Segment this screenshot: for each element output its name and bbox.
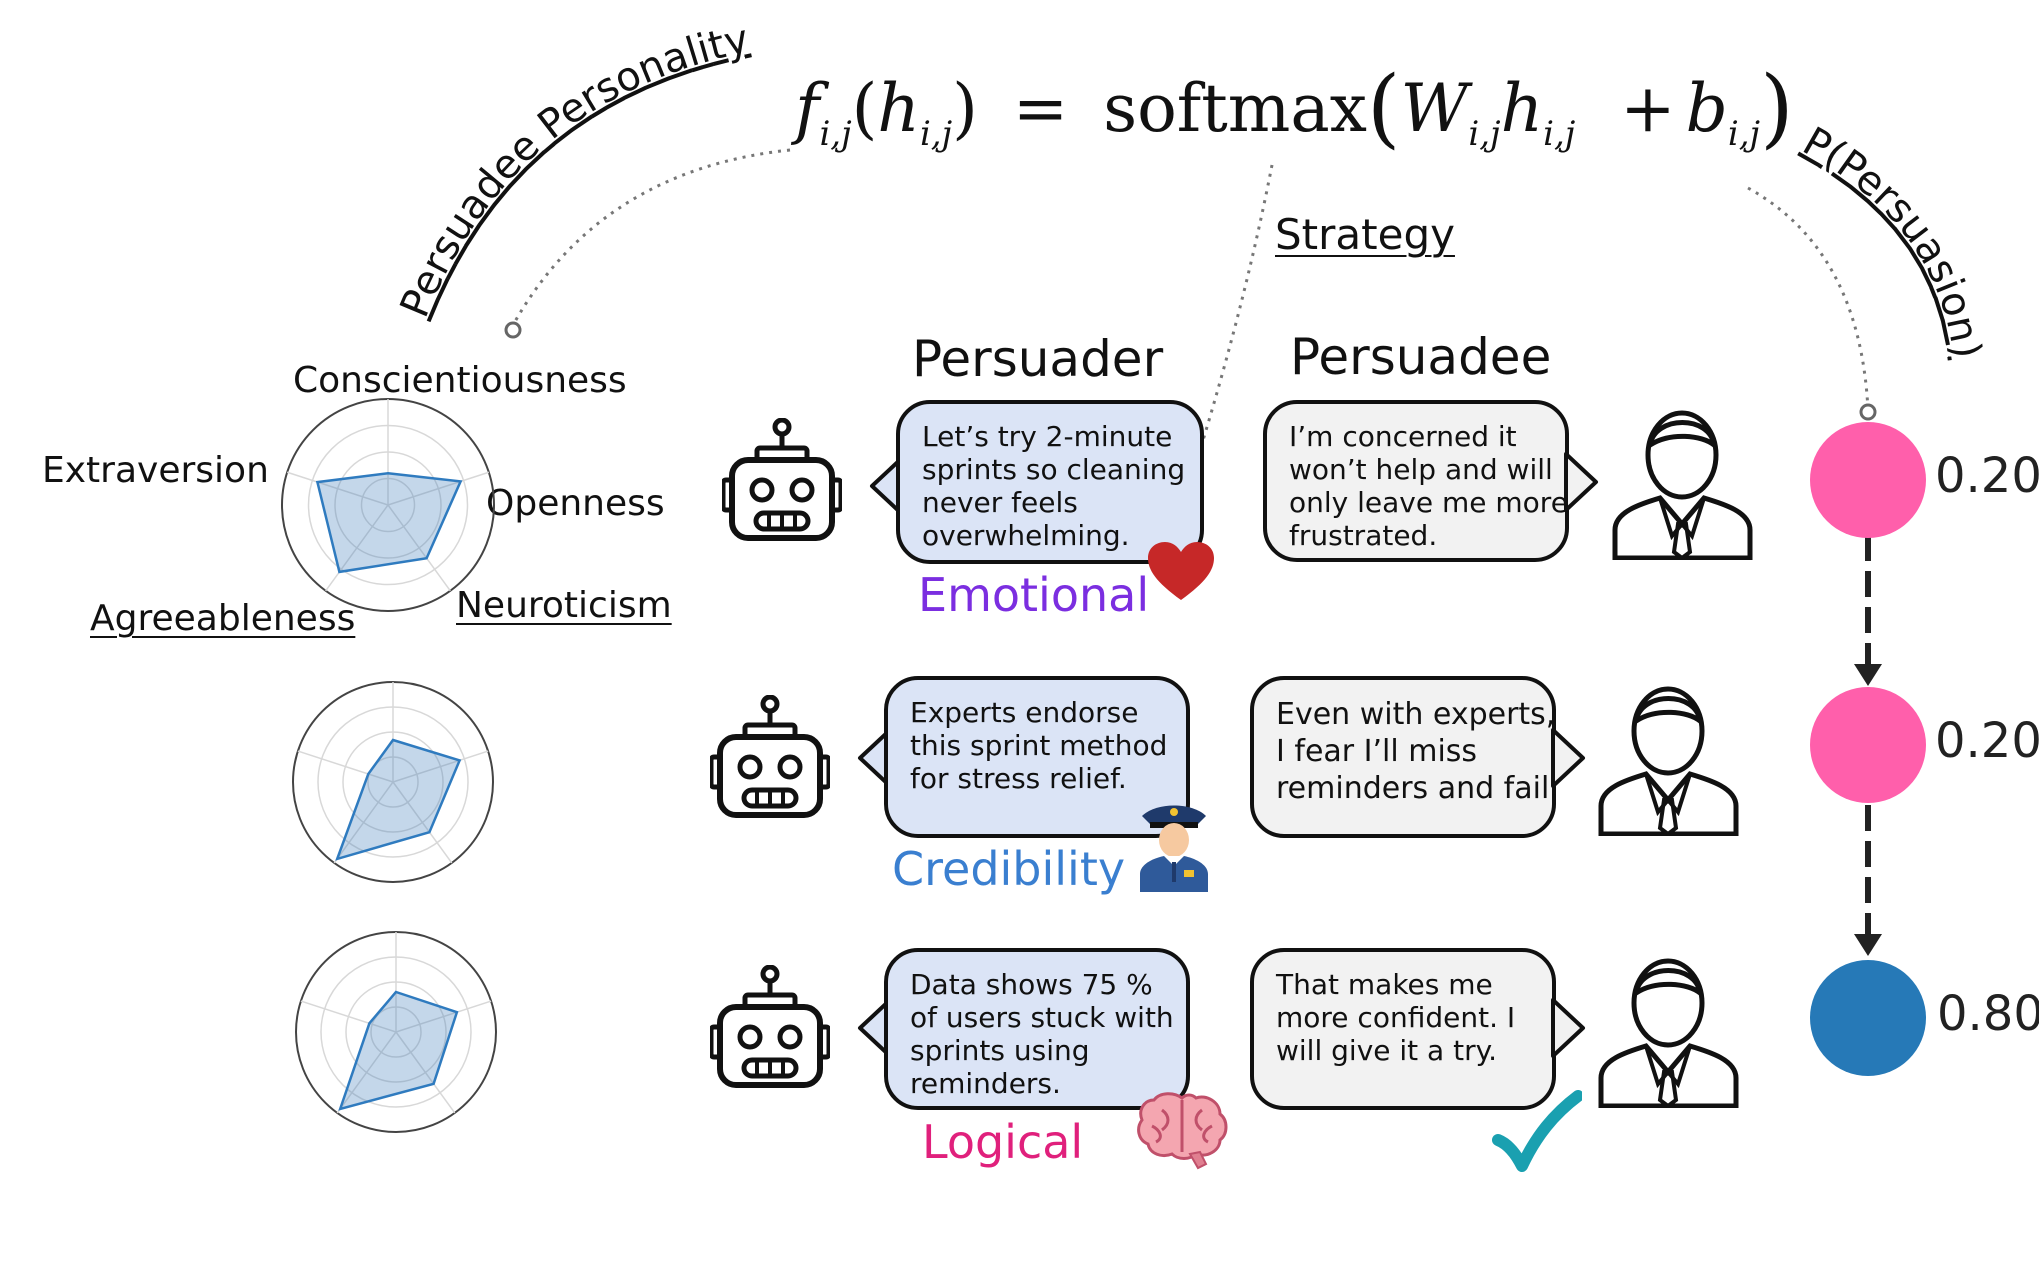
message-line: overwhelming. [922, 519, 1130, 552]
message-line: Data shows 75 % [910, 968, 1153, 1001]
radar-axis [333, 781, 394, 864]
message-line: more confident. I [1276, 1001, 1516, 1034]
persuadee-header: Persuadee [1290, 328, 1552, 386]
formula-h: h [877, 70, 920, 147]
message-line: sprints so cleaning [922, 453, 1186, 486]
trait-agreeableness: Agreeableness [90, 598, 356, 639]
message-line: this sprint method [910, 729, 1168, 762]
persuader-header: Persuader [912, 330, 1164, 388]
probability-value-3: 0.80 [1937, 986, 2039, 1042]
formula-plus: + [1620, 70, 1676, 147]
softmax-formula: fi,j(hi,j) = softmax(Wi,jhi,j +bi,j) [795, 58, 1794, 158]
formula-f-sub: i,j [819, 114, 852, 154]
formula-h-sub: i,j [919, 114, 953, 154]
message-line: sprints using [910, 1034, 1090, 1067]
message-line: for stress relief. [910, 762, 1127, 795]
message-line: only leave me more [1289, 486, 1568, 519]
strategy-logical: Logical [922, 1115, 1084, 1169]
persuadee-message: Even with experts, I fear I’ll miss remi… [1250, 676, 1559, 838]
robot-icon [710, 965, 830, 1088]
person-icon [1598, 686, 1739, 836]
radar-axis [286, 471, 389, 506]
arrowhead-1 [1854, 664, 1882, 686]
personality-connector-end [504, 321, 522, 339]
probability-value-1: 0.20 [1935, 448, 2039, 504]
strategy-emotional: Emotional [918, 568, 1150, 622]
radar-axis [395, 1031, 456, 1114]
persuadee-bubble-tail [1551, 728, 1585, 788]
message-line: I’m concerned it [1289, 420, 1517, 453]
radar-personality-polygon [335, 738, 462, 861]
persuadee-message: I’m concerned it won’t help and will onl… [1263, 400, 1569, 562]
arrowhead-2 [1854, 934, 1882, 956]
message-line: Experts endorse [910, 696, 1139, 729]
person-icon [1598, 958, 1739, 1108]
robot-icon [710, 695, 830, 818]
radar-axis [392, 781, 453, 864]
radar-axis [300, 1000, 397, 1033]
formula-equals: = [1012, 70, 1069, 147]
probability-node-1 [1810, 422, 1926, 538]
message-line: That makes me [1276, 968, 1493, 1001]
message-line: will give it a try. [1276, 1034, 1498, 1067]
persuadee-bubble-tail [1564, 452, 1598, 512]
message-line: of users stuck with [910, 1001, 1174, 1034]
radar-axis [387, 471, 490, 506]
radar-personality-polygon [315, 471, 463, 574]
person-icon [1612, 410, 1753, 560]
message-line: frustrated. [1289, 519, 1438, 552]
formula-b-sub: i,j [1727, 114, 1761, 154]
strategy-title: Strategy [1275, 210, 1455, 259]
formula-h2-sub: i,j [1543, 114, 1576, 154]
message-line: reminders. [910, 1067, 1061, 1100]
trait-conscientiousness: Conscientiousness [293, 360, 627, 401]
probability-node-2 [1810, 687, 1926, 803]
persuader-message: Experts endorse this sprint method for s… [884, 676, 1190, 838]
formula-softmax: softmax [1103, 70, 1367, 147]
radar-axis [392, 750, 489, 783]
heart-icon [1148, 542, 1214, 600]
message-line: reminders and fail. [1276, 771, 1559, 806]
message-line: never feels [922, 486, 1078, 519]
message-line: Let’s try 2-minute [922, 420, 1173, 453]
probability-value-2: 0.20 [1935, 713, 2039, 769]
radar-axis [336, 1031, 397, 1114]
trait-openness: Openness [486, 483, 665, 524]
radar-axis [395, 1000, 492, 1033]
checkmark-icon [1492, 1090, 1582, 1172]
radar-axis [387, 504, 451, 592]
persuader-message: Data shows 75 % of users stuck with spri… [884, 948, 1190, 1110]
persuadee-message: That makes me more confident. I will giv… [1250, 948, 1556, 1110]
persuader-message: Let’s try 2-minute sprints so cleaning n… [896, 400, 1204, 564]
formula-f: f [795, 70, 820, 147]
probability-node-3 [1810, 960, 1926, 1076]
persuasion-connector-end [1859, 403, 1877, 421]
trait-extraversion: Extraversion [42, 450, 269, 491]
radar-personality-polygon [338, 990, 459, 1111]
police-officer-icon [1140, 805, 1208, 892]
persuadee-bubble-tail [1551, 998, 1585, 1058]
message-line: Even with experts, [1276, 697, 1556, 732]
radar-axis [297, 750, 394, 783]
formula-W: W [1400, 70, 1469, 147]
formula-b: b [1685, 70, 1728, 147]
brain-icon [1137, 1092, 1228, 1170]
formula-h2: h [1500, 70, 1544, 147]
robot-icon [722, 418, 842, 541]
radar-axis [325, 504, 389, 592]
persuasion-connector [1747, 186, 1870, 411]
message-line: won’t help and will [1289, 453, 1553, 486]
strategy-credibility: Credibility [892, 842, 1126, 896]
trait-neuroticism: Neuroticism [456, 585, 672, 626]
formula-W-sub: i,j [1468, 114, 1501, 154]
message-line: I fear I’ll miss [1276, 734, 1478, 769]
